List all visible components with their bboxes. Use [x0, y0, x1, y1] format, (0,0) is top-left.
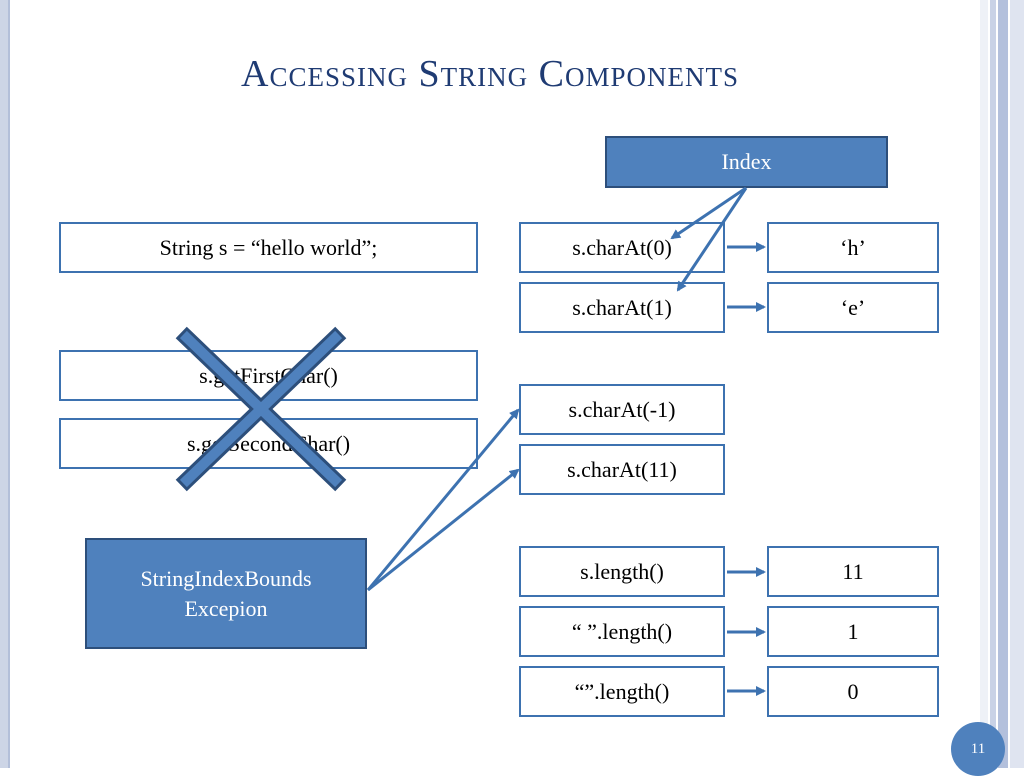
result-1-box: 1: [767, 606, 939, 657]
string-declaration-box: String s = “hello world”;: [59, 222, 478, 273]
index-box: Index: [605, 136, 888, 188]
result-0-box: 0: [767, 666, 939, 717]
get-second-char-box: s.getSecondChar(): [59, 418, 478, 469]
char-at-11-box: s.charAt(11): [519, 444, 725, 495]
get-first-char-box: s.getFirstChar(): [59, 350, 478, 401]
slide-frame-stripe: [1010, 0, 1024, 768]
page-number-badge: 11: [951, 722, 1005, 776]
char-at-1-box: s.charAt(1): [519, 282, 725, 333]
space-length-box: “ ”.length(): [519, 606, 725, 657]
slide-frame-left: [0, 0, 10, 768]
result-11-box: 11: [767, 546, 939, 597]
char-at-0-box: s.charAt(0): [519, 222, 725, 273]
exception-box: StringIndexBounds Excepion: [85, 538, 367, 649]
exception-arrow-char-at-11: [367, 468, 520, 592]
slide-frame-stripe: [998, 0, 1008, 768]
slide-frame-stripe: [980, 0, 988, 768]
slide-title: Accessing String Components: [241, 53, 739, 95]
empty-length-box: “”.length(): [519, 666, 725, 717]
char-at-neg1-box: s.charAt(-1): [519, 384, 725, 435]
result-e-box: ‘e’: [767, 282, 939, 333]
length-box: s.length(): [519, 546, 725, 597]
slide-frame-stripe: [990, 0, 996, 768]
result-h-box: ‘h’: [767, 222, 939, 273]
